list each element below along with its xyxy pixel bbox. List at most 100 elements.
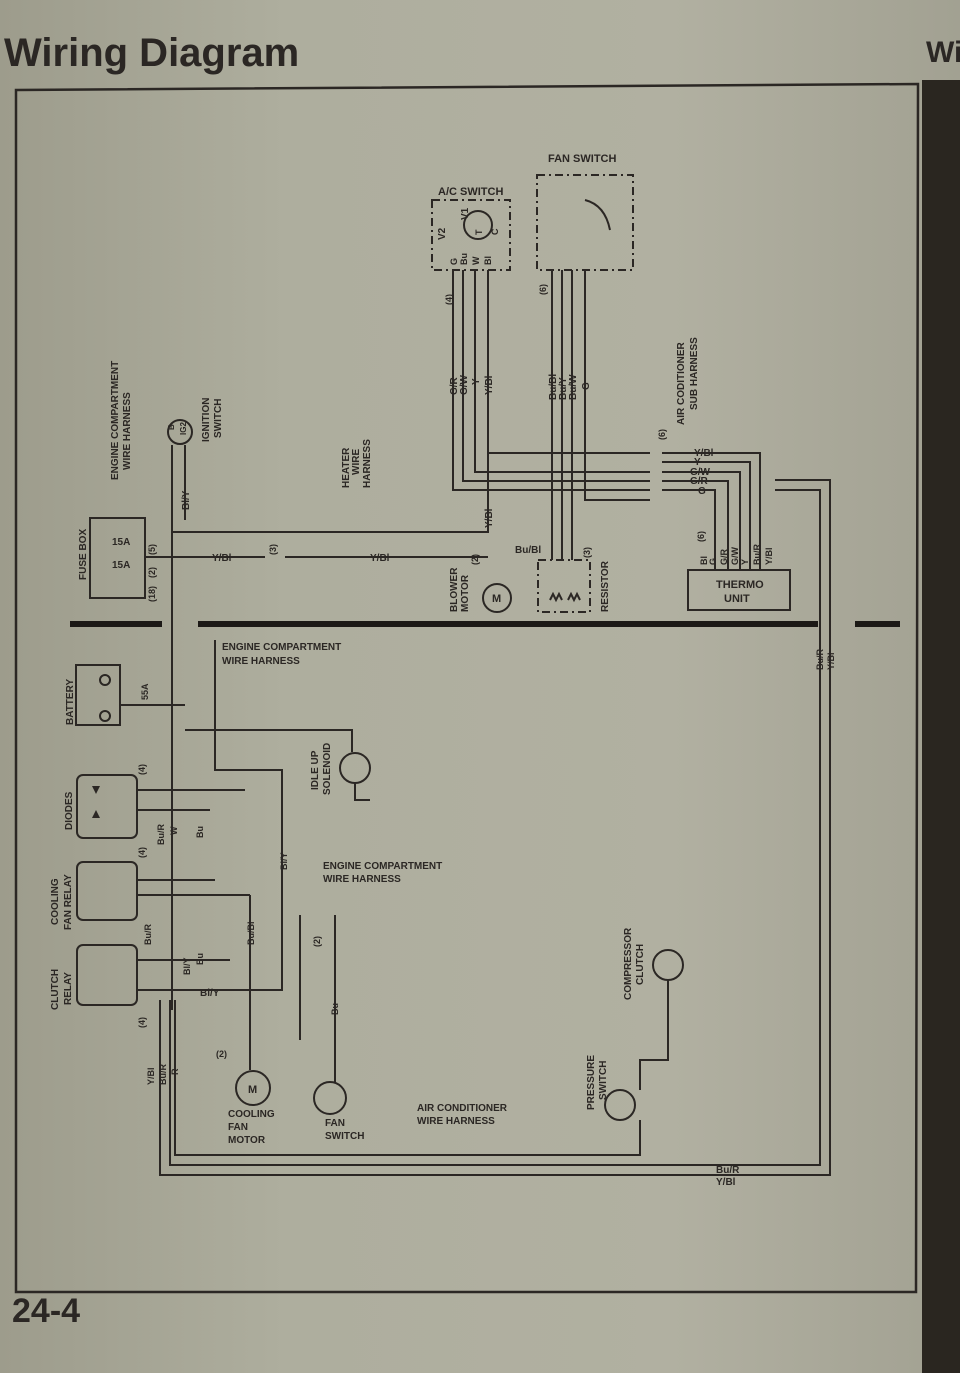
label-ecwh-low: ENGINE COMPARTMENT <box>323 861 442 872</box>
label-th-1: Bl <box>699 556 709 565</box>
label-fan-w4: G <box>581 382 592 390</box>
label-fuse-c18: (18) <box>147 586 157 602</box>
next-page-title-fragment: Wi <box>926 36 960 69</box>
fan-switch-box <box>536 174 634 271</box>
label-ecwh-mid2: WIRE HARNESS <box>222 656 300 667</box>
label-rv-y-bl: Y/Bl <box>826 652 836 670</box>
label-fuse55: 55A <box>140 683 150 700</box>
label-w-bl-y2: Bl/Y <box>279 852 289 870</box>
label-blower-motor2: MOTOR <box>460 574 471 612</box>
label-fuse-box: FUSE BOX <box>78 529 89 580</box>
label-cfm-m: M <box>248 1084 257 1096</box>
ac-switch-symbol <box>463 210 493 240</box>
label-cooling-relay2: FAN RELAY <box>63 874 74 930</box>
label-acwh2: WIRE HARNESS <box>417 1116 495 1127</box>
label-b-bu-r: Bu/R <box>158 1064 168 1085</box>
label-ign-b: B <box>167 424 176 430</box>
label-h-y-bl: Y/Bl <box>694 448 714 459</box>
diode-icon <box>92 786 100 818</box>
ignition-switch-icon <box>167 419 193 445</box>
label-cooling-fan-motor2: FAN <box>228 1122 248 1133</box>
label-thermo-unit2: UNIT <box>724 593 750 605</box>
label-ecwh-top: ENGINE COMPARTMENT <box>110 361 121 480</box>
label-ac-c: C <box>490 228 500 235</box>
fuse-box <box>89 517 146 599</box>
label-diodes: DIODES <box>64 791 75 830</box>
label-ign-ig2: IG2 <box>179 422 188 435</box>
resistor-box <box>537 559 591 613</box>
label-heater-harness3: HARNESS <box>362 439 373 488</box>
label-ignition-switch: IGNITION <box>201 398 212 442</box>
label-th-6: Bu/R <box>752 544 762 565</box>
label-pressure-switch2: SWITCH <box>598 1061 609 1100</box>
pressure-switch-icon <box>604 1089 636 1121</box>
label-heater-harness2: WIRE <box>351 449 362 475</box>
label-fan-switch-low: FAN <box>325 1118 345 1129</box>
label-fan-w1: Bu/Bl <box>548 374 559 400</box>
label-fuse-c5: (5) <box>147 544 157 555</box>
label-b-y-bl: Y/Bl <box>146 1067 156 1085</box>
label-ecwh-top2: WIRE HARNESS <box>122 392 133 470</box>
label-th-4: G/W <box>730 546 740 565</box>
label-w-bu: Bu <box>195 826 205 838</box>
label-fan-switch-low2: SWITCH <box>325 1131 364 1142</box>
label-h-g-r: G/R <box>690 476 709 487</box>
cooling-fan-relay-box <box>76 861 138 921</box>
label-heater-harness: HEATER <box>341 447 352 488</box>
label-th-5: Y <box>740 559 750 565</box>
label-sub-harness: AIR CODITIONER <box>676 341 687 425</box>
label-y-bl-1: Y/Bl <box>212 553 232 564</box>
label-fuse1: 15A <box>112 537 130 548</box>
compressor-clutch-icon <box>652 949 684 981</box>
label-w-bu3: Bu <box>330 1003 340 1015</box>
diodes-box <box>76 774 138 839</box>
label-w-bu2: Bu <box>195 953 205 965</box>
label-th-3: G/R <box>719 548 729 565</box>
label-diodes-conn: (4) <box>137 764 147 775</box>
battery-positive-icon <box>99 710 111 722</box>
clutch-relay-box <box>76 944 138 1006</box>
label-blower-conn: (2) <box>470 554 480 565</box>
label-ac-w4: Y/Bl <box>484 375 495 395</box>
label-ac-w1: G/R <box>449 376 460 395</box>
label-idle-up2: SOLENOID <box>322 743 333 795</box>
label-blower-motor: BLOWER <box>449 567 460 612</box>
label-pressure-switch: PRESSURE <box>586 1055 597 1110</box>
label-thermo-unit: THERMO <box>716 579 764 591</box>
label-cfm-conn: (2) <box>216 1049 227 1059</box>
blower-motor-icon <box>482 583 512 613</box>
label-th-2: G <box>708 558 718 565</box>
label-motor-m: M <box>492 593 501 605</box>
label-fuse2: 15A <box>112 560 130 571</box>
label-clutch-relay: CLUTCH <box>50 969 61 1010</box>
label-fan-w3: Bu/W <box>568 374 579 400</box>
label-w-bu-r: Bu/R <box>156 824 166 845</box>
label-ac-pin-g: G <box>449 258 459 265</box>
label-b-r: R <box>170 1068 180 1075</box>
label-w-bl-y: Bl/Y <box>182 957 192 975</box>
idle-up-solenoid-icon <box>339 752 371 784</box>
fan-switch-sensor-icon <box>313 1081 347 1115</box>
label-ac-switch: A/C SWITCH <box>438 186 503 198</box>
label-w-w: W <box>169 826 179 835</box>
label-fan-w2: Bu/Y <box>558 377 569 400</box>
label-ac-pin-bu: Bu <box>459 253 469 265</box>
label-cooling-conn: (4) <box>137 847 147 858</box>
label-sub-conn: (6) <box>657 429 667 440</box>
label-r-y-bl: Y/Bl <box>716 1177 736 1188</box>
label-ecwh-low2: WIRE HARNESS <box>323 874 401 885</box>
label-rv-bu-r: Bu/R <box>815 649 825 670</box>
label-y-bl-2: Y/Bl <box>370 553 390 564</box>
book-gutter <box>922 80 960 1373</box>
label-ac-conn: (4) <box>444 294 454 305</box>
label-ac-w2: G/W <box>459 374 470 395</box>
label-ecwh-mid: ENGINE COMPARTMENT <box>222 642 341 653</box>
label-acwh: AIR CONDITIONER <box>417 1103 508 1114</box>
diagram-frame <box>14 82 920 1294</box>
label-clutch-relay2: RELAY <box>63 972 74 1005</box>
label-w-bu-r2: Bu/R <box>143 924 153 945</box>
label-fan-switch: FAN SWITCH <box>548 153 616 165</box>
label-ignition-switch2: SWITCH <box>213 399 224 438</box>
label-ac-v2: V2 <box>437 227 448 240</box>
